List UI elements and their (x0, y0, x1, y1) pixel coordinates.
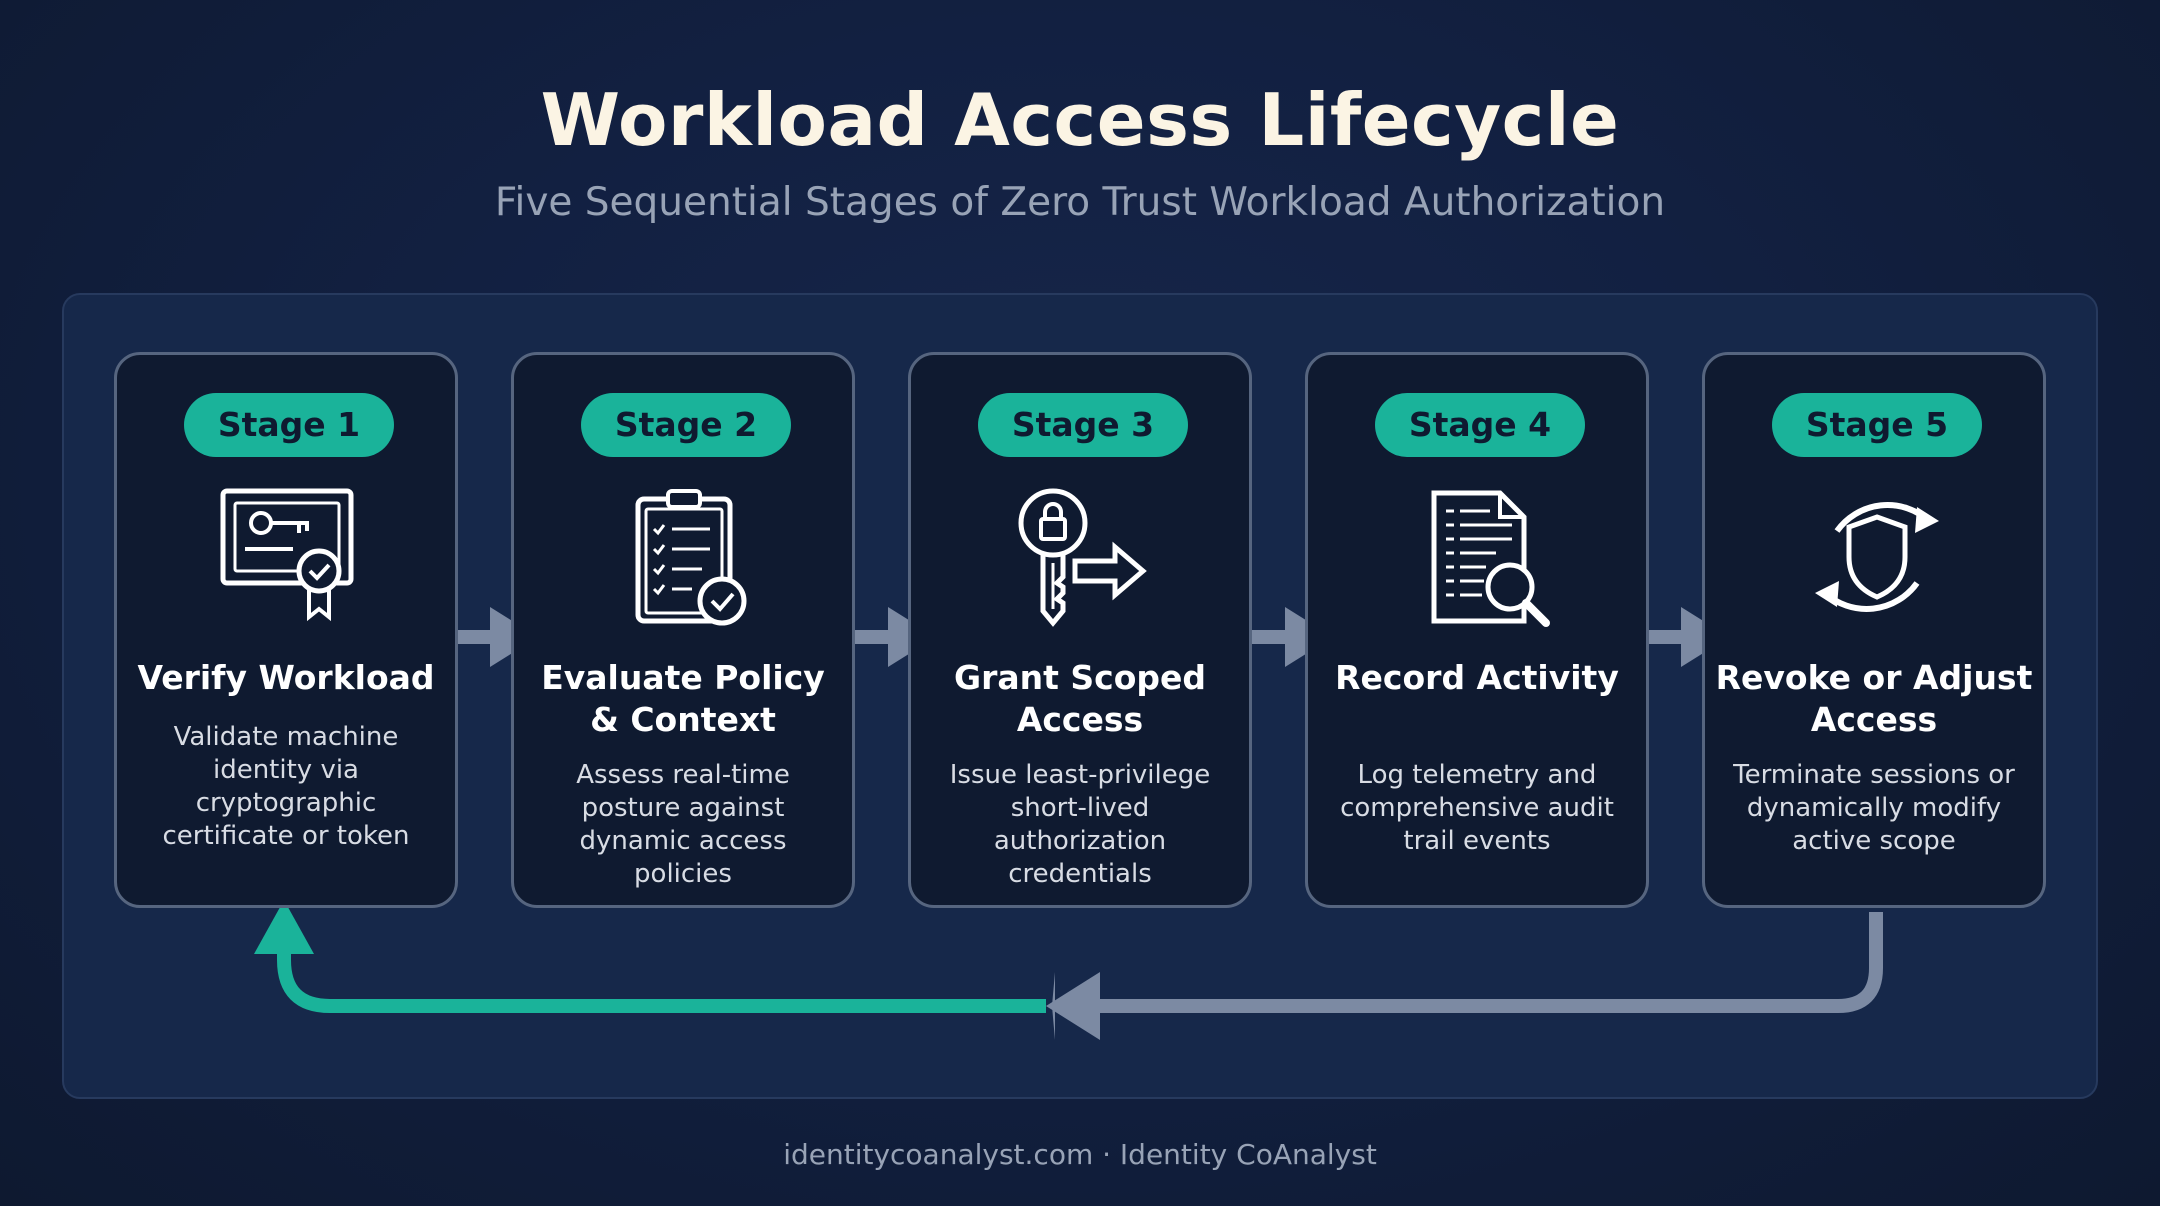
stage-badge: Stage 4 (1375, 393, 1585, 457)
stage-description: Assess real-time posture against dynamic… (576, 760, 790, 889)
stage-card-1: Stage 1 Verify Workload Validate machine… (114, 352, 458, 908)
page-title: Workload Access Lifecycle (540, 78, 1620, 162)
stage-card-5: Stage 5 Revoke or Adjust Access Terminat… (1702, 352, 2046, 908)
footer-credit: identitycoanalyst.com · Identity CoAnaly… (783, 1138, 1377, 1171)
shield-refresh-icon (1815, 502, 1939, 612)
feedback-loop-arrow (254, 900, 1883, 1040)
stage-badge: Stage 1 (184, 393, 394, 457)
stage-description: Terminate sessions or dynamically modify… (1733, 760, 2015, 856)
stage-description: Issue least-privilege short-lived author… (949, 760, 1211, 889)
stage-title: Verify Workload (137, 658, 435, 697)
stage-title: Evaluate Policy & Context (541, 658, 825, 739)
stage-title: Grant Scoped Access (953, 658, 1206, 739)
stage-description: Log telemetry and comprehensive audit tr… (1340, 760, 1614, 856)
page-subtitle: Five Sequential Stages of Zero Trust Wor… (494, 180, 1666, 225)
stage-badge: Stage 3 (978, 393, 1188, 457)
stage-card-3: Stage 3 Grant Scoped Access Issue least-… (908, 352, 1252, 908)
stage-badge: Stage 2 (581, 393, 791, 457)
stage-card-2: Stage 2 Evaluate Policy & Context Assess… (511, 352, 855, 908)
stage-badge: Stage 5 (1772, 393, 1982, 457)
stage-title: Record Activity (1335, 658, 1619, 697)
stage-description: Validate machine identity via cryptograp… (162, 722, 410, 851)
stage-title: Revoke or Adjust Access (1715, 658, 2033, 739)
certificate-icon (220, 488, 354, 622)
key-lock-arrow-icon (1018, 488, 1147, 627)
checklist-clipboard-icon (635, 489, 747, 626)
document-search-icon (1431, 490, 1550, 627)
stage-card-4: Stage 4 Record Activity Log telemetry an… (1305, 352, 1649, 908)
